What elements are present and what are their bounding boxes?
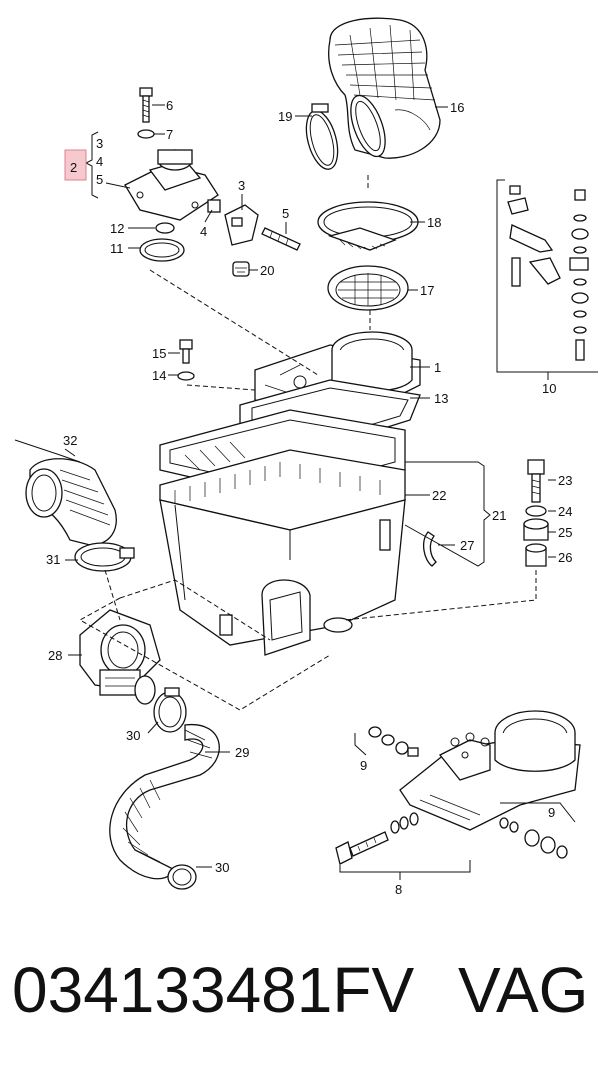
connector-3 (224, 204, 259, 246)
spacer-26 (525, 543, 547, 567)
part-number: 034133481FV (12, 954, 415, 1026)
callout-26: 26 (558, 550, 572, 565)
seal-27 (422, 531, 437, 567)
callout-4: 4 (96, 154, 103, 169)
grommet-20 (232, 261, 250, 277)
control-unit-2 (124, 149, 219, 221)
callout-32: 32 (63, 433, 77, 448)
callout-25: 25 (558, 525, 572, 540)
callout-15: 15 (152, 346, 166, 361)
callout-3: 3 (96, 136, 103, 151)
air-mass-meter-28 (79, 609, 161, 705)
callout-28: 28 (48, 648, 62, 663)
intake-duct-32 (14, 439, 117, 546)
seal-kit-9-right (499, 817, 568, 859)
bushing-25 (523, 518, 549, 541)
seal-kit-9-upper (368, 726, 419, 757)
clamp-30-upper (153, 687, 187, 733)
corrugated-hose-29 (109, 724, 220, 880)
intake-hose-16 (328, 17, 441, 159)
callout-21: 21 (492, 508, 506, 523)
callout-1: 1 (434, 360, 441, 375)
clip-4 (207, 199, 221, 213)
callout-5: 5 (96, 172, 103, 187)
callout-2-highlight (64, 149, 87, 181)
bolt-23 (527, 459, 545, 503)
callout-16: 16 (450, 100, 464, 115)
callout-11: 11 (110, 241, 124, 256)
callout-17: 17 (420, 283, 434, 298)
callout-7: 7 (166, 127, 173, 142)
callout-30-upper: 30 (126, 728, 140, 743)
callout-6: 6 (166, 98, 173, 113)
mesh-screen-17 (327, 265, 409, 311)
callout-20: 20 (260, 263, 274, 278)
callout-19: 19 (278, 109, 292, 124)
brand-label: VAG (458, 954, 589, 1026)
callout-27: 27 (460, 538, 474, 553)
clamp-30-lower (167, 864, 197, 890)
screw-6 (139, 87, 153, 123)
washer-24 (525, 505, 547, 517)
clamp-31 (74, 542, 135, 572)
callout-3-right: 3 (238, 178, 245, 193)
bolt-15 (179, 339, 193, 364)
callout-14: 14 (152, 368, 166, 383)
callout-30-lower: 30 (215, 860, 229, 875)
screw-kit-8 (335, 812, 419, 865)
callout-29: 29 (235, 745, 249, 760)
callout-23: 23 (558, 473, 572, 488)
callout-24: 24 (558, 504, 572, 519)
callout-22: 22 (432, 488, 446, 503)
washer-7 (137, 129, 155, 139)
bracket-kit-10 (496, 179, 598, 373)
washer-14 (177, 371, 195, 381)
callout-12: 12 (110, 221, 124, 236)
throttle-body (399, 710, 581, 831)
callout-8: 8 (395, 882, 402, 897)
exploded-parts-diagram: 2 3 4 5 6 7 3 4 5 12 11 20 19 16 18 17 1… (14, 17, 598, 897)
callout-10: 10 (542, 381, 556, 396)
callout-31: 31 (46, 552, 60, 567)
callout-4-right: 4 (200, 224, 207, 239)
callout-labels: 2 3 4 5 6 7 3 4 5 12 11 20 19 16 18 17 1… (46, 98, 572, 897)
callout-13: 13 (434, 391, 448, 406)
hose-clamp-19 (305, 103, 339, 170)
callout-2: 2 (70, 160, 77, 175)
callout-5-right: 5 (282, 206, 289, 221)
callout-9-upper: 9 (360, 758, 367, 773)
hose-clamp-18 (317, 201, 419, 251)
o-ring-12 (155, 222, 175, 234)
callout-9-right: 9 (548, 805, 555, 820)
leader-lines (64, 104, 576, 880)
footer: 034133481FV VAG (0, 950, 600, 1030)
seal-ring-11 (139, 238, 185, 262)
screw-5 (261, 227, 301, 251)
callout-18: 18 (427, 215, 441, 230)
